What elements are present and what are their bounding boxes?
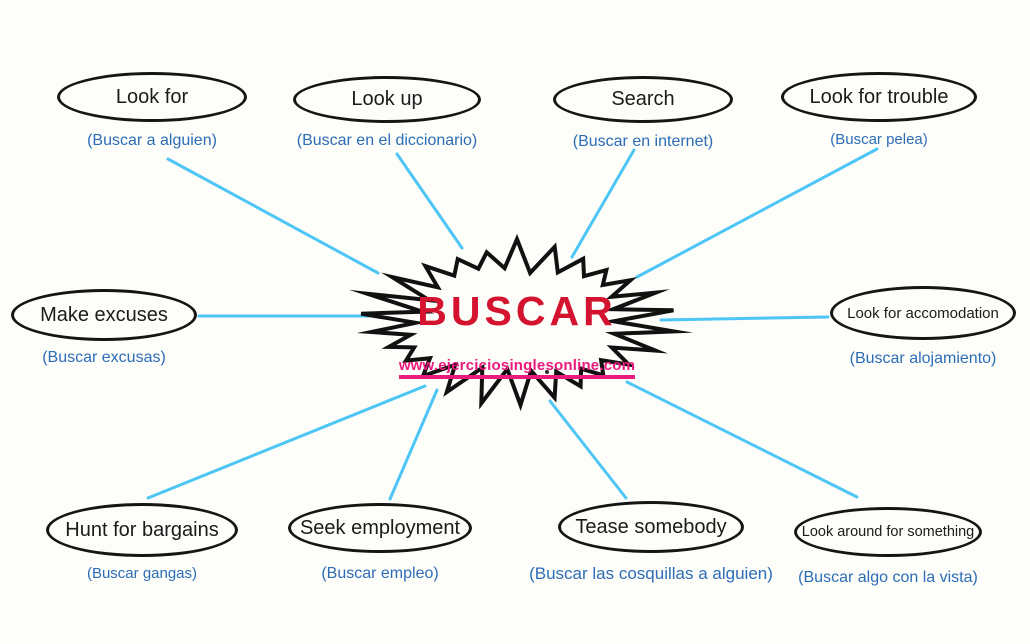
node-translation: (Buscar excusas) [42,349,166,366]
node-label: Look around for something [801,524,975,540]
node-ellipse-look-for-accomodation: Look for accomodation [830,286,1016,340]
node-label: Seek employment [299,516,461,539]
connector-line [166,157,380,275]
node-ellipse-look-for-trouble: Look for trouble [781,72,977,122]
stray-dot [545,370,549,374]
connector-line [625,380,859,499]
node-ellipse-seek-employment: Seek employment [288,503,472,553]
center-node: BUSCAR www.ejerciciosinglesonline.com [357,291,677,379]
node-translation: (Buscar alojamiento) [849,350,997,367]
connector-line [635,147,879,279]
node-ellipse-look-up: Look up [293,75,481,123]
node-translation: (Buscar en el diccionario) [296,132,478,149]
node-label: Hunt for bargains [65,518,219,541]
node-translation: (Buscar empleo) [321,565,439,582]
node-translation: (Buscar algo con la vista) [798,569,978,586]
node-label: Make excuses [40,303,168,326]
node-translation: (Buscar en internet) [572,133,714,150]
node-translation: (Buscar gangas) [86,565,198,582]
node-label: Look for accomodation [847,304,999,322]
node-translation: (Buscar pelea) [830,131,928,148]
node-ellipse-hunt-for-bargains: Hunt for bargains [46,503,238,557]
starburst-shape [349,233,694,412]
connector-line [548,399,628,500]
connector-line [570,148,636,259]
node-label: Look up [351,87,423,110]
node-label: Look for trouble [809,85,949,108]
connector-line [146,384,427,500]
node-ellipse-look-for: Look for [57,72,247,122]
node-translation: (Buscar las cosquillas a alguien) [529,564,773,583]
website-link[interactable]: www.ejerciciosinglesonline.com [398,357,636,379]
node-ellipse-make-excuses: Make excuses [11,289,197,341]
node-label: Tease somebody [575,515,727,538]
center-title: BUSCAR [417,288,617,334]
connector-line [659,315,830,322]
node-ellipse-tease-somebody: Tease somebody [558,501,744,553]
node-ellipse-look-around-for-something: Look around for something [794,507,982,557]
node-ellipse-search: Search [553,75,733,123]
node-label: Search [611,87,675,110]
node-translation: (Buscar a alguien) [87,132,217,149]
connector-line [388,388,439,501]
connector-line [395,152,464,250]
node-label: Look for [115,85,189,108]
